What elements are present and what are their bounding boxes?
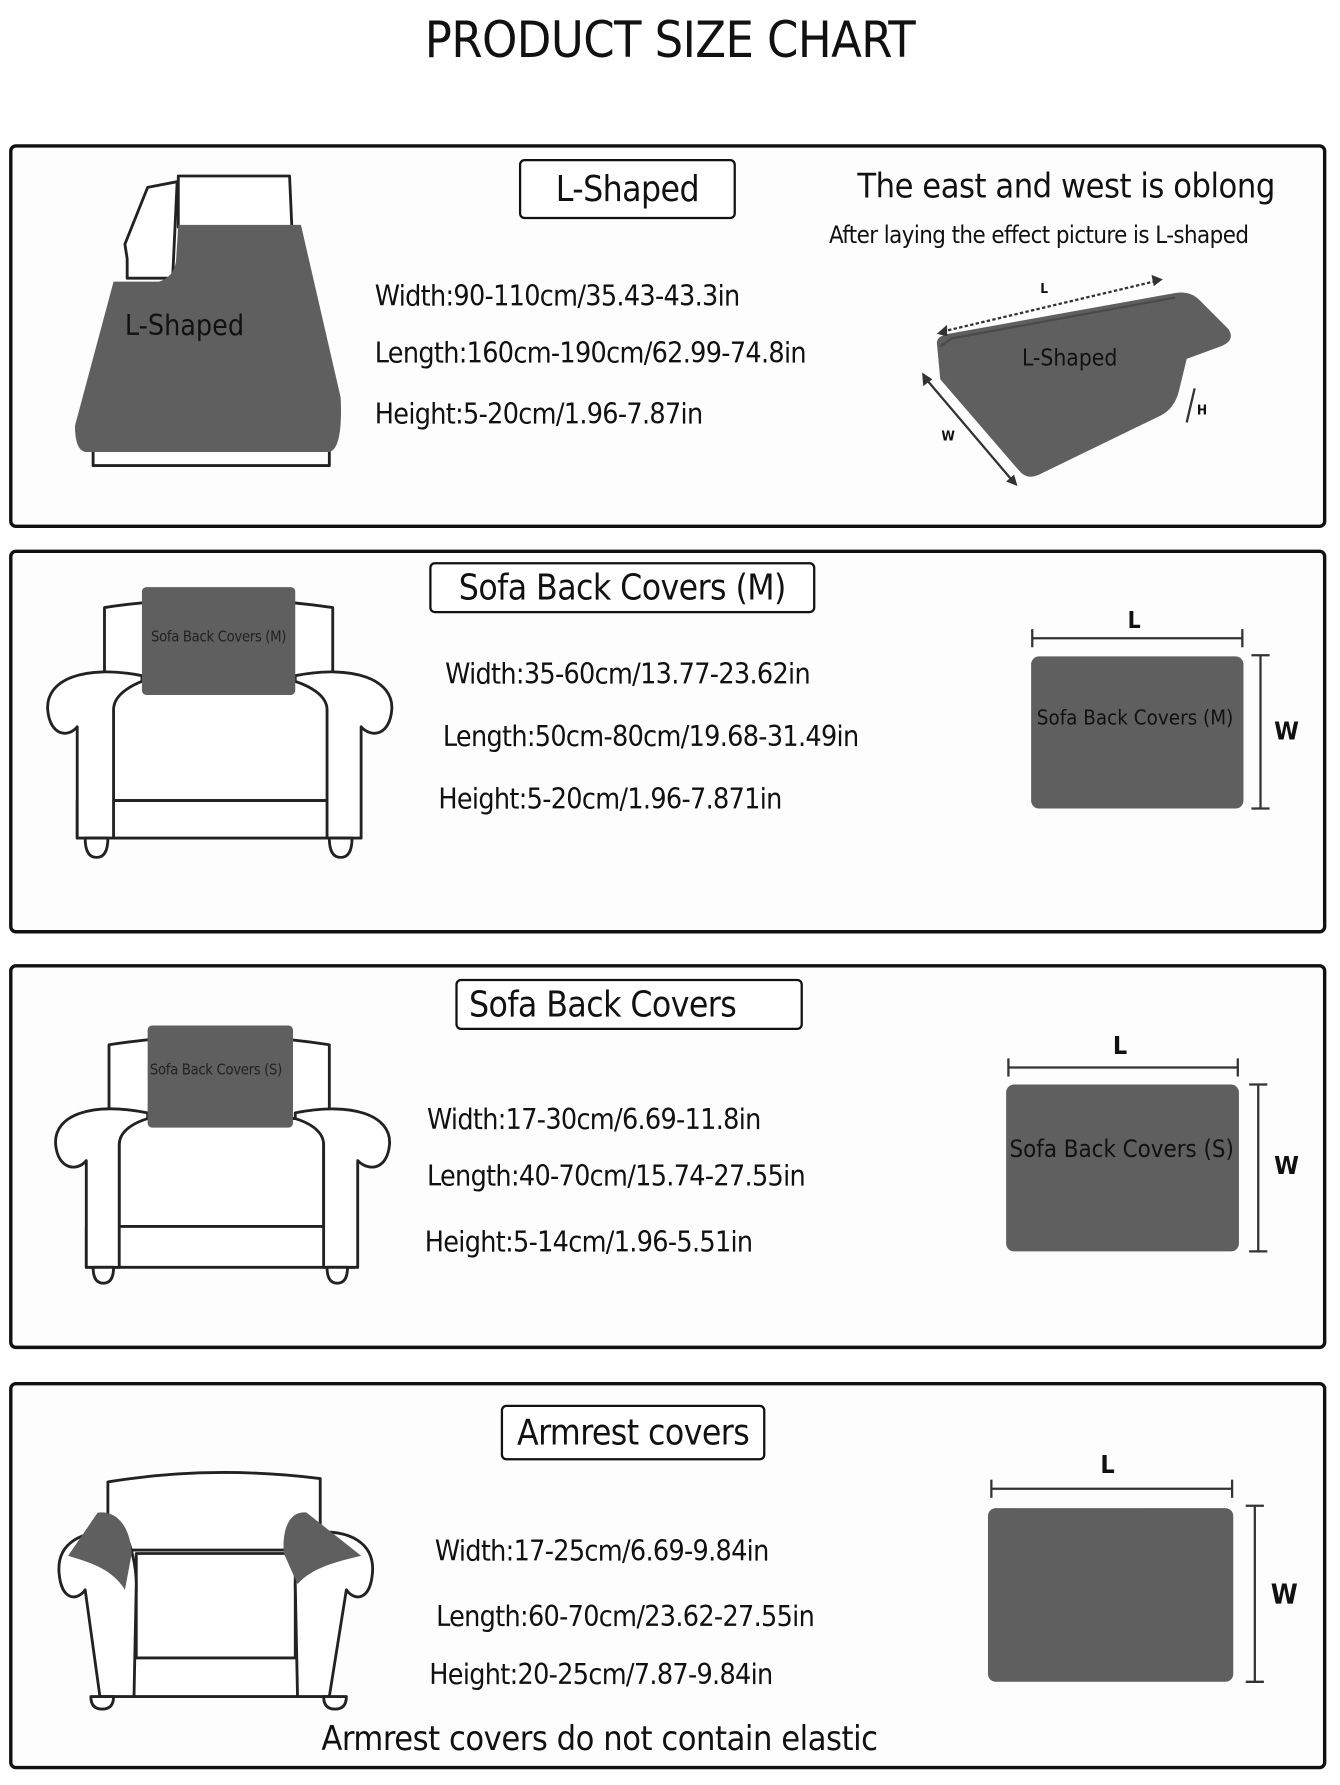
spec-width: Width:17-25cm/6.69-9.84in [434, 1534, 769, 1568]
illustration-label: Sofa Back Covers (S) [149, 1061, 282, 1079]
dim-label-w: W [941, 428, 955, 445]
spec-height: Height:5-20cm/1.96-7.871in [438, 782, 782, 816]
dim-label-l: L [1040, 280, 1049, 297]
illustration-label: L-Shaped [124, 308, 245, 342]
spec-width: Width:90-110cm/35.43-43.3in [374, 279, 740, 313]
section-title-text: L-Shaped [555, 168, 700, 210]
spec-width: Width:17-30cm/6.69-11.8in [426, 1102, 761, 1136]
illustration-label: Sofa Back Covers (M) [151, 629, 287, 647]
dim-label-l: L [1127, 606, 1141, 634]
armchair-illustration-armrest [57, 1471, 374, 1711]
spec-length: Length:60-70cm/23.62-27.55in [436, 1600, 815, 1633]
back-cover-m-diagram [1031, 629, 1270, 810]
section-title-armrest: Armrest covers [500, 1404, 766, 1461]
section-title-text: Armrest covers [516, 1412, 750, 1453]
armchair-illustration-m [46, 587, 394, 859]
l-shaped-cover-diagram [922, 274, 1231, 487]
spec-height: Height:5-14cm/1.96-5.51in [424, 1225, 753, 1259]
l-shaped-sofa-illustration [74, 174, 342, 468]
armrest-cover-diagram [987, 1479, 1264, 1683]
page-title: PRODUCT SIZE CHART [424, 11, 916, 70]
spec-width: Width:35-60cm/13.77-23.62in [445, 657, 810, 691]
back-cover-s-diagram [1006, 1058, 1268, 1253]
dim-label-w: W [1274, 717, 1299, 747]
note-sub: After laying the effect picture is L-sha… [828, 221, 1249, 249]
section-title-text: Sofa Back Covers [468, 983, 737, 1025]
diagram-label: Sofa Back Covers (S) [1009, 1135, 1234, 1163]
spec-length: Length:40-70cm/15.74-27.55in [426, 1159, 806, 1193]
spec-height: Height:20-25cm/7.87-9.84in [429, 1657, 773, 1691]
footnote: Armrest covers do not contain elastic [321, 1719, 878, 1760]
dim-label-l: L [1100, 1451, 1115, 1480]
armchair-illustration-s [54, 1025, 391, 1285]
spec-length: Length:160cm-190cm/62.99-74.8in [374, 336, 807, 370]
dim-label-h: H [1196, 401, 1208, 418]
diagram-label: L-Shaped [1022, 344, 1118, 372]
spec-length: Length:50cm-80cm/19.68-31.49in [442, 719, 859, 753]
note-main: The east and west is oblong [857, 166, 1275, 207]
dim-label-l: L [1112, 1032, 1128, 1061]
spec-height: Height:5-20cm/1.96-7.87in [374, 397, 703, 431]
section-title-l-shaped: L-Shaped [518, 158, 736, 220]
diagram-label: Sofa Back Covers (M) [1036, 706, 1234, 731]
dim-label-w: W [1270, 1578, 1298, 1611]
section-title-text: Sofa Back Covers (M) [458, 567, 787, 609]
section-title-sofa-back-s: Sofa Back Covers [455, 978, 803, 1030]
dim-label-w: W [1274, 1152, 1299, 1182]
section-title-sofa-back-m: Sofa Back Covers (M) [429, 562, 816, 614]
